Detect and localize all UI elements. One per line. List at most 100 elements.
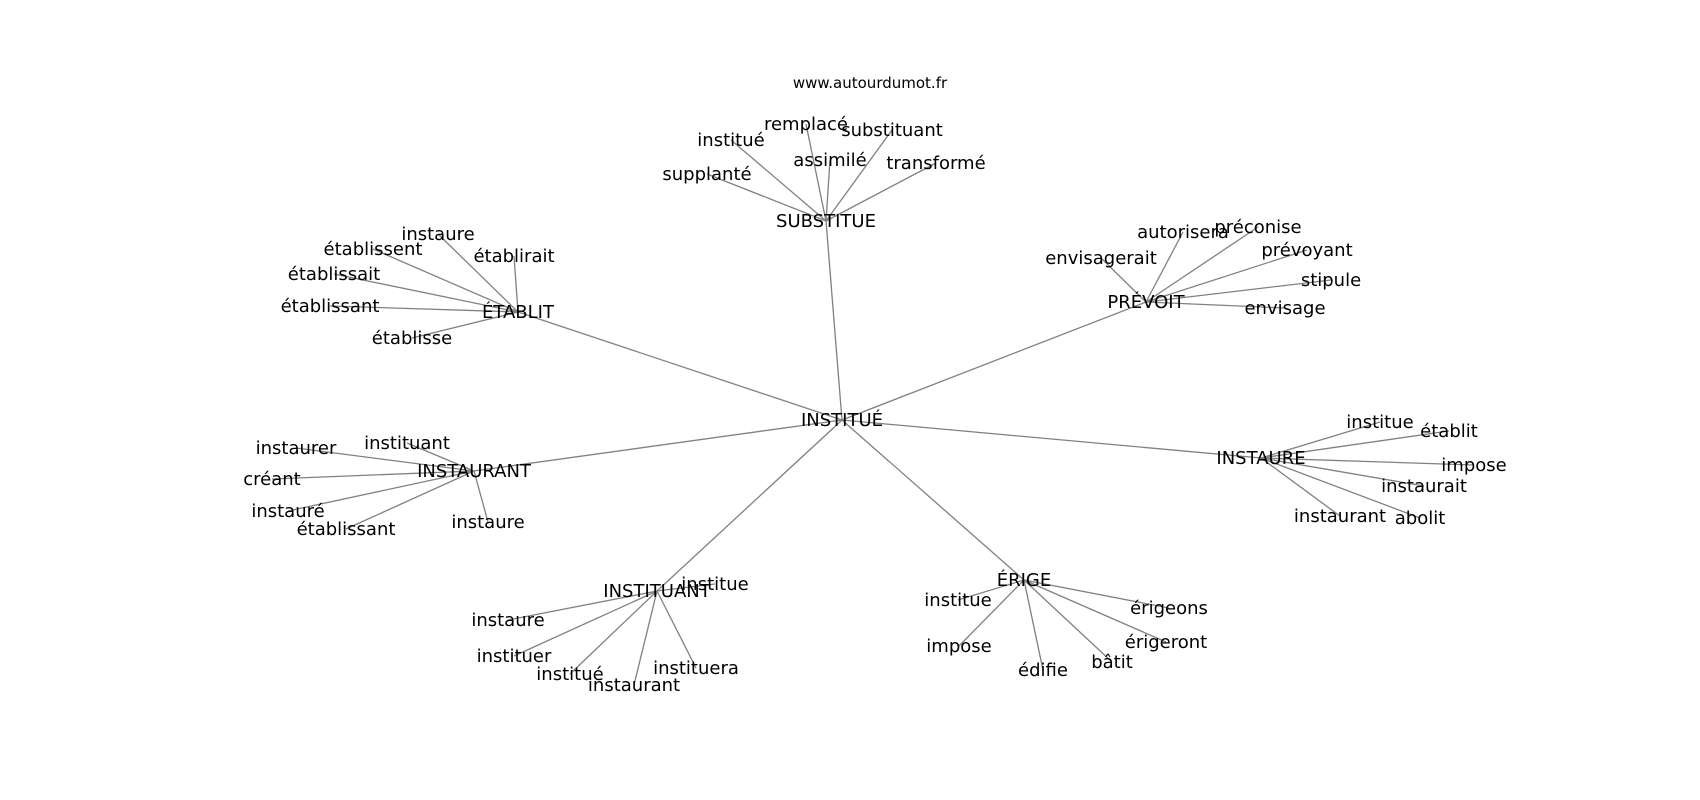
leaf-node[interactable]: instituant — [364, 433, 450, 454]
leaf-edge — [513, 255, 519, 313]
leaf-node[interactable]: institué — [697, 130, 764, 151]
leaf-edge — [656, 583, 716, 592]
leaf-node[interactable]: édifie — [1018, 660, 1068, 681]
leaf-edge — [329, 305, 519, 313]
leaf-node[interactable]: institue — [1346, 412, 1413, 433]
leaf-node[interactable]: assimilé — [793, 150, 866, 171]
leaf-node[interactable]: créant — [243, 469, 300, 490]
leaf-edge — [1023, 579, 1113, 663]
leaf-edge — [1100, 257, 1147, 303]
graph-edges — [271, 123, 1475, 686]
leaf-edge — [1260, 457, 1475, 466]
leaf-edge — [1260, 430, 1450, 459]
leaf-node[interactable]: autorisera — [1137, 222, 1229, 243]
leaf-edge — [287, 470, 475, 512]
hub-node[interactable]: SUBSTITUE — [776, 211, 876, 232]
hub-node[interactable]: ÉRIGE — [997, 569, 1052, 591]
leaf-edge — [1145, 279, 1332, 303]
leaf-node[interactable]: établit — [1420, 421, 1478, 442]
leaf-edge — [513, 590, 658, 657]
leaf-node[interactable]: envisage — [1244, 298, 1325, 319]
leaf-node[interactable]: institué — [536, 664, 603, 685]
leaf-edge — [569, 590, 658, 675]
hub-edge — [841, 301, 1147, 421]
leaf-node[interactable]: abolit — [1395, 508, 1446, 529]
hub-node[interactable]: PRÉVOIT — [1107, 291, 1185, 313]
hub-edge — [656, 419, 843, 592]
leaf-node[interactable]: impose — [1441, 455, 1506, 476]
leaf-edge — [507, 590, 658, 621]
leaf-edge — [633, 590, 658, 686]
leaf-edge — [1023, 579, 1170, 609]
center-node[interactable]: INSTITUÉ — [801, 409, 883, 431]
leaf-node[interactable]: érigeons — [1130, 598, 1208, 619]
leaf-node[interactable]: instaure — [471, 610, 544, 631]
leaf-node[interactable]: institue — [924, 590, 991, 611]
leaf-node[interactable]: institue — [681, 574, 748, 595]
hub-edge — [517, 311, 843, 421]
leaf-edge — [411, 311, 519, 339]
leaf-node[interactable]: instauré — [251, 501, 324, 522]
site-watermark: www.autourdumot.fr — [793, 74, 948, 92]
leaf-edge — [333, 273, 519, 313]
leaf-edge — [372, 248, 519, 313]
leaf-edge — [730, 139, 827, 222]
leaf-node[interactable]: préconise — [1214, 217, 1301, 238]
leaf-node[interactable]: bâtit — [1091, 652, 1133, 673]
hub-node[interactable]: INSTAURANT — [417, 461, 532, 482]
graph-labels: www.autourdumot.fr INSTITUÉ SUBSTITUE remp… — [243, 74, 1506, 696]
leaf-node[interactable]: établissait — [288, 264, 380, 285]
hub-node[interactable]: INSTAURE — [1216, 448, 1305, 469]
leaf-edge — [1260, 457, 1425, 487]
leaf-edge — [825, 159, 831, 222]
leaf-edge — [1145, 231, 1184, 303]
leaf-edge — [1145, 249, 1308, 303]
leaf-node[interactable]: instaurer — [256, 438, 337, 459]
leaf-node[interactable]: prévoyant — [1261, 240, 1352, 261]
hub-node[interactable]: ÉTABLIT — [482, 301, 555, 323]
leaf-edge — [825, 162, 937, 222]
leaf-edge — [437, 233, 519, 313]
leaf-node[interactable]: instaure — [401, 224, 474, 245]
leaf-edge — [406, 442, 475, 472]
leaf-node[interactable]: instituera — [653, 658, 739, 679]
leaf-node[interactable]: établirait — [473, 246, 554, 267]
leaf-node[interactable]: établissant — [297, 519, 396, 540]
leaf-edge — [958, 579, 1025, 647]
leaf-node[interactable]: établissent — [324, 239, 423, 260]
hub-edge — [825, 220, 843, 421]
leaf-edge — [1023, 579, 1167, 643]
leaf-edge — [825, 129, 893, 222]
leaf-node[interactable]: remplacé — [764, 114, 848, 135]
leaf-node[interactable]: instituer — [477, 646, 552, 667]
leaf-node[interactable]: stipule — [1301, 270, 1361, 291]
leaf-edge — [1260, 421, 1381, 459]
leaf-node[interactable]: instaurant — [1294, 506, 1386, 527]
leaf-edge — [1260, 457, 1341, 517]
leaf-edge — [1145, 301, 1286, 309]
leaf-edge — [706, 173, 827, 222]
hub-edge — [841, 419, 1025, 581]
leaf-node[interactable]: supplanté — [662, 164, 751, 185]
leaf-edge — [295, 447, 475, 472]
leaf-node[interactable]: instaure — [451, 512, 524, 533]
leaf-edge — [656, 590, 697, 669]
leaf-node[interactable]: établisse — [372, 328, 452, 349]
leaf-edge — [805, 123, 827, 222]
leaf-node[interactable]: impose — [926, 636, 991, 657]
leaf-edge — [1145, 226, 1259, 303]
hub-node[interactable]: INSTITUANT — [603, 581, 711, 602]
leaf-edge — [1260, 457, 1421, 519]
leaf-node[interactable]: transformé — [886, 153, 985, 174]
leaf-edge — [345, 470, 475, 530]
hub-edge — [841, 419, 1262, 459]
leaf-node[interactable]: instaurant — [588, 675, 680, 696]
leaf-node[interactable]: érigeront — [1125, 632, 1207, 653]
leaf-node[interactable]: établissant — [281, 296, 380, 317]
leaf-edge — [271, 470, 475, 480]
leaf-node[interactable]: instaurait — [1381, 476, 1467, 497]
leaf-node[interactable]: substituant — [841, 120, 943, 141]
leaf-node[interactable]: envisagerait — [1045, 248, 1157, 269]
leaf-edge — [1023, 579, 1044, 671]
